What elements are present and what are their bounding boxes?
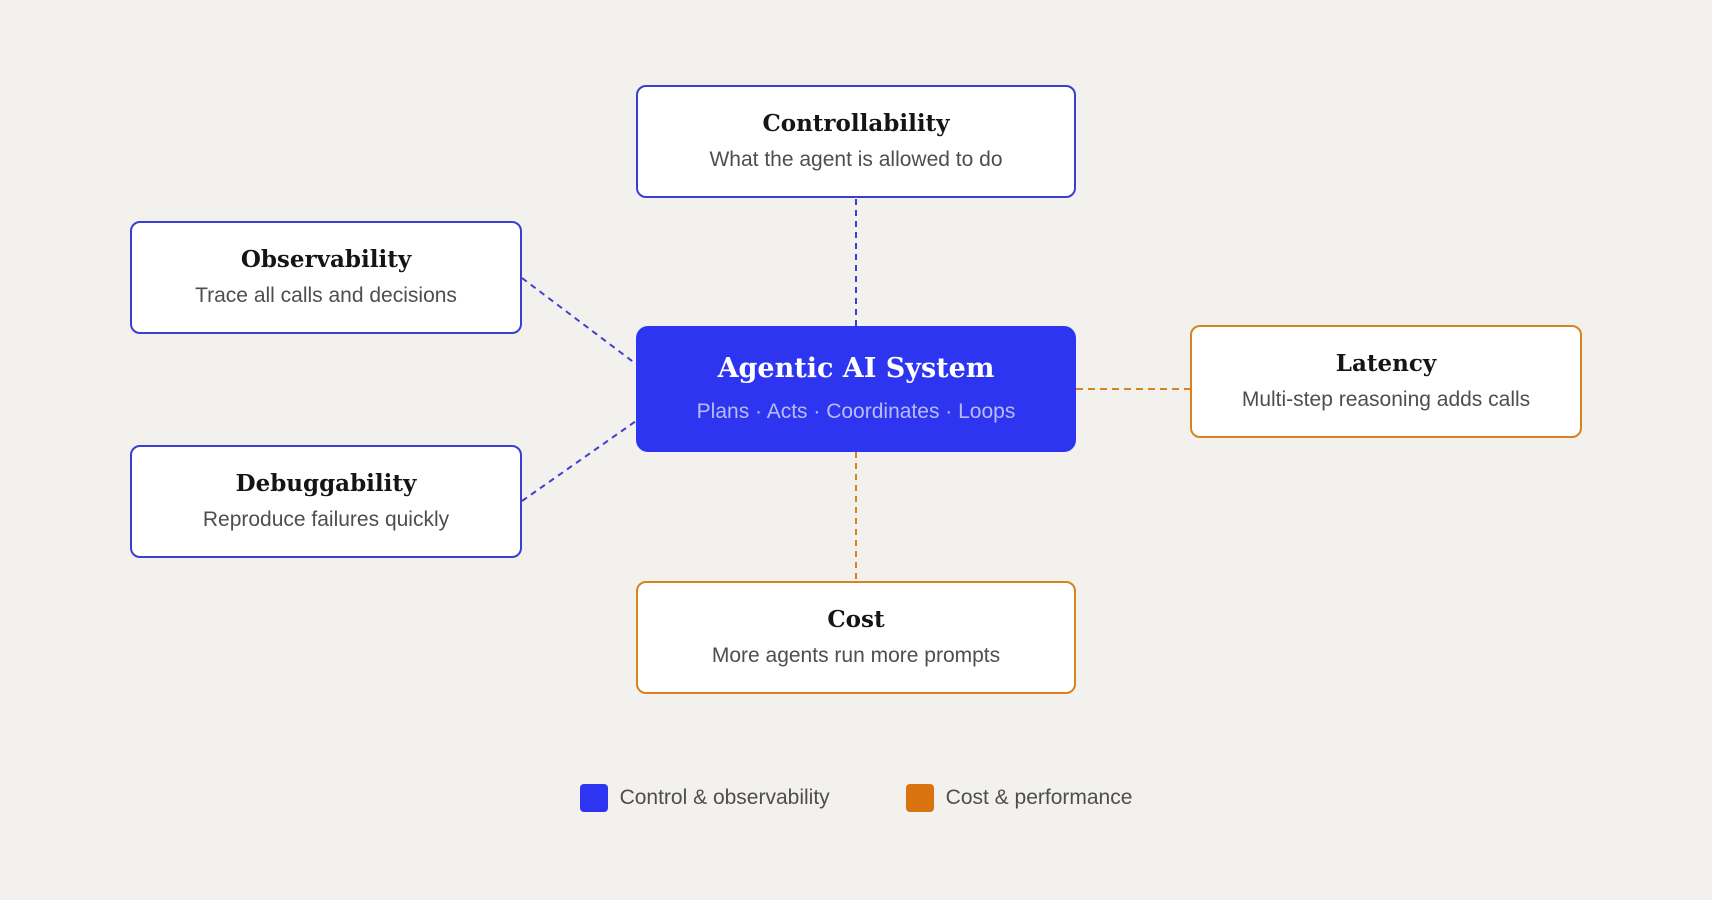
node-title: Latency	[1335, 350, 1437, 378]
legend-swatch-control	[579, 784, 608, 812]
node-description: What the agent is allowed to do	[709, 147, 1003, 171]
node-title: Controllability	[762, 110, 950, 138]
legend-label-control: Control & observability	[619, 786, 830, 809]
node-description: Multi-step reasoning adds calls	[1241, 387, 1531, 411]
legend-item-performance: Cost & performance	[905, 784, 1133, 812]
node-controllability: Controllability What the agent is allowe…	[636, 85, 1076, 198]
node-agentic-ai-system: Agentic AI System Plans · Acts · Coordin…	[636, 326, 1076, 452]
node-description: Trace all calls and decisions	[195, 283, 457, 307]
center-subtitle: Plans · Acts · Coordinates · Loops	[696, 400, 1016, 424]
node-description: More agents run more prompts	[711, 643, 1001, 667]
legend-label-performance: Cost & performance	[945, 786, 1133, 809]
node-title: Debuggability	[235, 470, 417, 498]
node-description: Reproduce failures quickly	[202, 507, 450, 531]
legend-item-control: Control & observability	[579, 784, 830, 812]
legend-swatch-performance	[905, 784, 934, 812]
center-title: Agentic AI System	[717, 353, 995, 385]
connector-observability	[521, 277, 637, 365]
node-title: Observability	[240, 246, 412, 274]
legend: Control & observability Cost & performan…	[0, 784, 1712, 812]
node-title: Cost	[827, 606, 885, 634]
node-cost: Cost More agents run more prompts	[636, 581, 1076, 694]
node-debuggability: Debuggability Reproduce failures quickly	[130, 445, 522, 558]
connector-debuggability	[521, 420, 637, 502]
node-latency: Latency Multi-step reasoning adds calls	[1190, 325, 1582, 438]
node-observability: Observability Trace all calls and decisi…	[130, 221, 522, 334]
